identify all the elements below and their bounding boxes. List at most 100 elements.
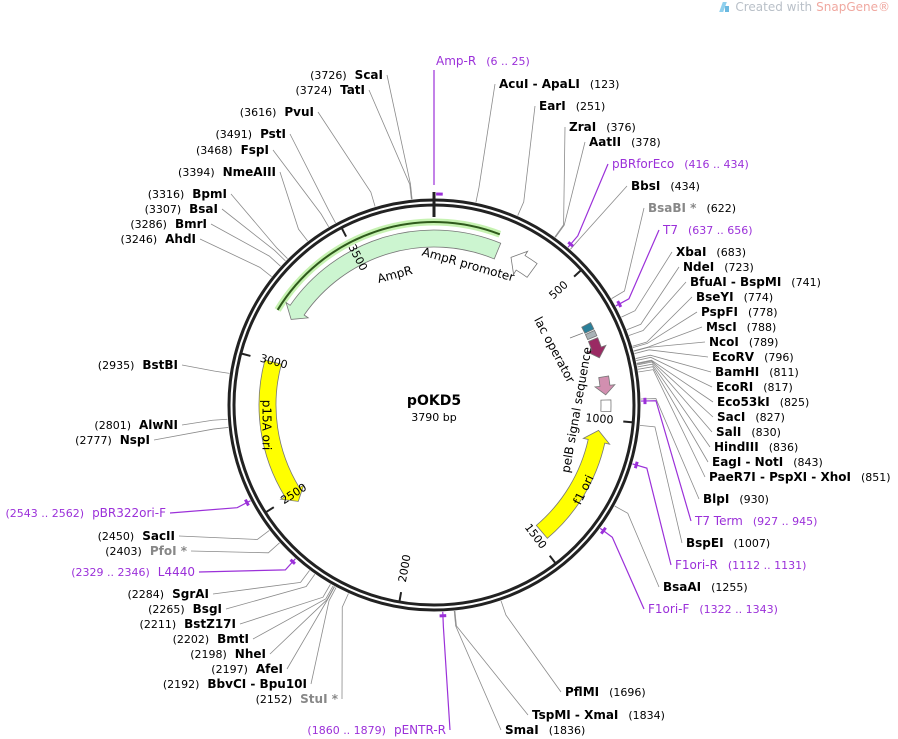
enzyme-name: AfeI (256, 662, 283, 676)
tick-mark (573, 269, 583, 278)
enzyme-name: PvuI (284, 105, 314, 119)
label-part: NcoI (709, 335, 739, 349)
primer-name: F1ori-F (648, 602, 689, 616)
enzyme-site-label: AcuI - ApaLI(123) (499, 77, 619, 91)
enzyme-site-label: HindIII(836) (714, 440, 798, 454)
primer-position: (927 .. 945) (753, 515, 818, 528)
label-part: PspFI (701, 305, 738, 319)
enzyme-leader (453, 610, 502, 731)
primer-leader (442, 611, 451, 731)
enzyme-site-label: BlpI(930) (703, 492, 769, 506)
enzyme-name: FspI (241, 143, 269, 157)
primer-position: (637 .. 656) (688, 224, 753, 237)
enzyme-site-label: PflMI(1696) (565, 685, 646, 699)
enzyme-site-label: (2192)BbvCI - Bpu10I (163, 677, 307, 691)
enzyme-leader (636, 356, 713, 388)
enzyme-leader (386, 74, 413, 200)
primer-position: (2543 .. 2562) (6, 507, 85, 520)
enzyme-position: (2777) (75, 434, 112, 447)
enzyme-site-label: (2450)SacII (98, 529, 175, 543)
primer-label: (1860 .. 1879)pENTR-R (307, 723, 446, 737)
enzyme-leader (210, 223, 281, 267)
enzyme-site-label: TspMI - XmaI(1834) (532, 708, 665, 722)
primer-label: (2329 .. 2346)L4440 (71, 565, 195, 579)
enzyme-name: TatI (340, 83, 365, 97)
enzyme-position: (2801) (94, 419, 131, 432)
enzyme-site-label: BbsI(434) (631, 179, 700, 193)
enzyme-name: NmeAIII (223, 165, 276, 179)
primer-position: (1112 .. 1131) (728, 559, 807, 572)
primer-leader (169, 500, 251, 514)
primer-label: T7 Term(927 .. 945) (694, 514, 817, 528)
enzyme-site-label: ZraI(376) (569, 120, 636, 134)
enzyme-leader (628, 281, 687, 336)
leader-lines (153, 70, 714, 731)
enzyme-leader (517, 105, 536, 216)
label-part: (827) (755, 411, 785, 424)
enzyme-site-label: (3468)FspI (196, 143, 269, 157)
label-part: (811) (769, 366, 799, 379)
plasmid-name: pOKD5 (407, 393, 461, 409)
primer-leader (198, 558, 296, 573)
feature-f1-ori (535, 429, 611, 539)
label-part: (789) (749, 336, 779, 349)
primer-position: (416 .. 434) (684, 158, 749, 171)
label-part: (622) (706, 202, 736, 215)
enzyme-site-label: PaeR7I - PspXI - XhoI(851) (709, 470, 891, 484)
enzyme-site-label: (2403)PfoI * (105, 544, 187, 558)
primer-name: pBR322ori-F (92, 506, 166, 520)
enzyme-site-label: (2197)AfeI (211, 662, 283, 676)
enzyme-name: SacII (142, 529, 175, 543)
enzyme-name: BmtI (217, 632, 249, 646)
primer-name: pBRforEco (612, 157, 674, 171)
feature-label: p15A ori (260, 400, 274, 451)
enzyme-position: (3286) (130, 218, 167, 231)
enzyme-site-label: (3316)BpmI (148, 187, 227, 201)
selection-line (276, 221, 501, 311)
enzyme-leader (621, 251, 673, 318)
enzyme-leader (239, 584, 331, 625)
primer-name: L4440 (158, 565, 195, 579)
enzyme-name: SgrAI (172, 587, 209, 601)
enzyme-site-label: (3286)BmrI (130, 217, 207, 231)
tick-label: 2000 (396, 553, 414, 583)
label-part: BspEI (686, 536, 724, 550)
enzyme-site-label: (3246)AhdI (121, 232, 196, 246)
label-part: XbaI (676, 245, 706, 259)
label-part: (778) (748, 306, 778, 319)
enzyme-position: (3246) (121, 233, 158, 246)
enzyme-leader (611, 207, 645, 299)
enzyme-position: (2202) (173, 633, 210, 646)
primer-label: F1ori-R(1112 .. 1131) (675, 558, 806, 572)
enzyme-site-label: SmaI(1836) (505, 723, 585, 737)
enzyme-site-label: (2935)BstBI (98, 358, 178, 372)
enzyme-leader (310, 587, 337, 685)
primer-label: F1ori-F(1322 .. 1343) (648, 602, 778, 616)
enzyme-position: (2935) (98, 359, 135, 372)
enzyme-position: (3726) (310, 69, 347, 82)
enzyme-site-label: SacI(827) (717, 410, 785, 424)
feature-pelb-signal-sequence (593, 375, 616, 396)
enzyme-leader (500, 600, 562, 693)
enzyme-name: BstZ17I (184, 617, 236, 631)
primer-position: (1860 .. 1879) (307, 724, 386, 737)
primer-label: T7(637 .. 656) (662, 223, 753, 237)
enzyme-position: (3307) (145, 203, 182, 216)
enzyme-site-label: BsaAI(1255) (663, 580, 748, 594)
label-part: BbsI (631, 179, 660, 193)
label-part: BamHI (715, 365, 759, 379)
enzyme-leader (181, 364, 230, 374)
enzyme-position: (3394) (178, 166, 215, 179)
label-part: (1255) (711, 581, 748, 594)
enzyme-site-label: NcoI (789) (709, 335, 778, 349)
label-part: (741) (791, 276, 821, 289)
enzyme-leader (554, 126, 566, 238)
enzyme-leader (555, 141, 586, 238)
enzyme-name: PfoI * (150, 544, 188, 558)
label-part: AcuI - ApaLI (499, 77, 580, 91)
feature-segment (600, 399, 612, 413)
enzyme-leader (637, 361, 713, 433)
label-part: TspMI - XmaI (532, 708, 618, 722)
enzyme-site-label: (2202) BmtI (173, 632, 249, 646)
